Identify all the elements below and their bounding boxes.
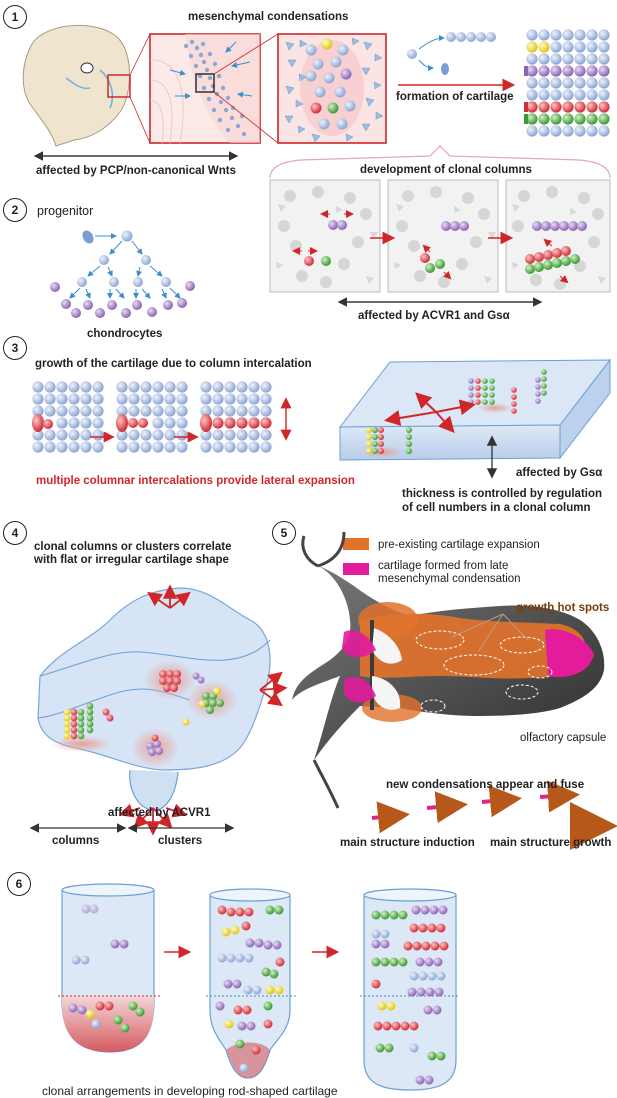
chondrocytes-label: chondrocytes: [87, 328, 163, 340]
legend-pink-label-line-2: mesenchymal condensation: [378, 573, 521, 585]
panel-5-art: [292, 531, 617, 850]
thickness-label-line-2: of cell numbers in a clonal column: [402, 502, 591, 514]
structure-induction-label: main structure induction: [340, 837, 475, 849]
panel-2-art: [50, 179, 611, 318]
panel-4-title-line-1: clonal columns or clusters correlate: [34, 541, 232, 553]
progenitor-label: progenitor: [37, 204, 94, 218]
column-intercalation-blocks: [32, 381, 292, 453]
legend-orange-label: pre-existing cartilage expansion: [378, 539, 540, 551]
rod-stage-3: [360, 888, 460, 1091]
panel-4-title-line-2: with flat or irregular cartilage shape: [34, 554, 229, 566]
clonal-columns-title: development of clonal columns: [360, 164, 532, 176]
structure-growth-label: main structure growth: [490, 837, 612, 849]
panel-number-3: 3: [3, 336, 27, 360]
panel-6-art: [58, 883, 460, 1091]
olfactory-capsule-label: olfactory capsule: [520, 732, 607, 744]
panel-number-5: 5: [272, 521, 296, 545]
panel-number-6: 6: [7, 872, 31, 896]
panel-3-title: growth of the cartilage due to column in…: [35, 358, 312, 370]
acvr1-gsa-label: affected by ACVR1 and Gsα: [358, 310, 510, 322]
growth-hot-spots-label: growth hot spots: [516, 602, 610, 614]
legend-pink-label-line-1: cartilage formed from late: [378, 560, 509, 572]
rod-stage-1: [58, 883, 160, 1053]
gsa-label: affected by Gsα: [516, 467, 603, 479]
formation-of-cartilage-label: formation of cartilage: [396, 91, 514, 103]
panel-1-title: mesenchymal condensations: [188, 11, 349, 23]
rod-stage-2: [206, 888, 296, 1079]
clonal-column-boxes: [269, 179, 611, 293]
panel-6-caption: clonal arrangements in developing rod-sh…: [42, 1084, 338, 1098]
new-condensations-label: new condensations appear and fuse: [386, 779, 585, 791]
panel-4-art: [29, 584, 288, 836]
skull-rendering: [292, 531, 605, 809]
lateral-expansion-label: multiple columnar intercalations provide…: [36, 475, 355, 487]
pcp-wnt-label: affected by PCP/non-canonical Wnts: [36, 165, 236, 177]
panel-1-art: [22, 24, 611, 179]
columns-label: columns: [52, 835, 100, 847]
clusters-label: clusters: [158, 835, 203, 847]
panel-number-2: 2: [3, 198, 27, 222]
acvr1-label: affected by ACVR1: [108, 807, 211, 819]
cartilage-slab: [338, 358, 612, 479]
panel-number-1: 1: [3, 5, 27, 29]
panel-number-4: 4: [3, 521, 27, 545]
thickness-label-line-1: thickness is controlled by regulation: [402, 488, 603, 500]
panel-3-art: [32, 358, 612, 479]
cartilage-column-block: [524, 29, 610, 137]
